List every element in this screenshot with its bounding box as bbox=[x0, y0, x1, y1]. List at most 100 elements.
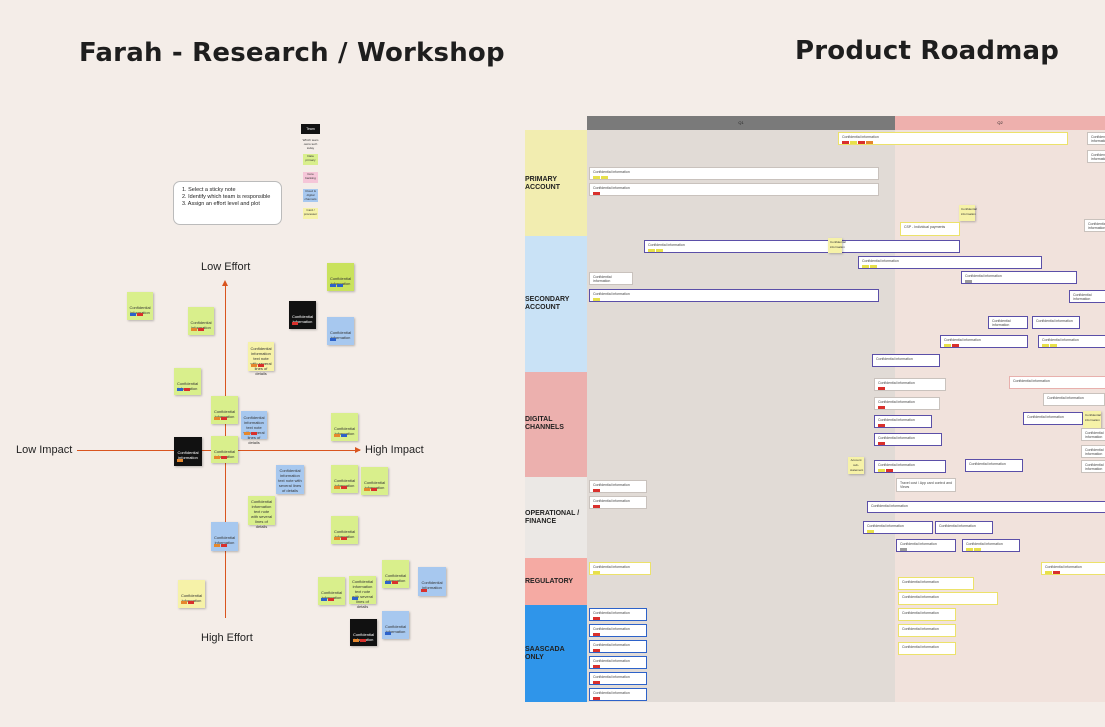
roadmap-card[interactable]: Confidential information bbox=[1069, 290, 1105, 303]
roadmap-card[interactable]: Confidential information bbox=[1038, 335, 1105, 348]
roadmap-card[interactable]: Confidential information bbox=[589, 480, 647, 493]
roadmap-card[interactable]: Confidential information bbox=[589, 640, 647, 653]
lane-operational-finance[interactable]: OPERATIONAL / FINANCE bbox=[525, 477, 587, 558]
sticky-note[interactable]: Confidential information bbox=[211, 396, 238, 424]
sticky-note[interactable]: Confidential information bbox=[1083, 411, 1101, 431]
sticky-note[interactable]: Confidential information text note with … bbox=[248, 496, 275, 529]
roadmap-card[interactable]: Confidential information bbox=[988, 316, 1028, 329]
roadmap-card[interactable]: Confidential information bbox=[589, 608, 647, 621]
roadmap-card[interactable]: Confidential information bbox=[874, 378, 946, 391]
sticky-note[interactable]: Confidential information bbox=[127, 292, 153, 320]
legend-item-data: Data primary bbox=[303, 154, 318, 165]
sticky-note[interactable]: Confidential information bbox=[188, 307, 214, 335]
sticky-note[interactable]: Confidential information bbox=[350, 619, 377, 646]
sticky-note[interactable]: Confidential information bbox=[178, 580, 205, 608]
roadmap-card[interactable]: Confidential information bbox=[863, 521, 933, 534]
roadmap-card[interactable]: Confidential information bbox=[1084, 219, 1105, 232]
roadmap-card[interactable]: Confidential information bbox=[589, 656, 647, 669]
roadmap-card[interactable]: Confidential information bbox=[898, 577, 974, 590]
legend-item-owner: Which team owns tech today bbox=[302, 138, 319, 150]
sticky-note[interactable]: Confidential information bbox=[418, 567, 446, 596]
roadmap-card[interactable]: Travel cost / App card control and Views bbox=[896, 478, 956, 492]
sticky-note[interactable]: Confidential information bbox=[828, 238, 846, 253]
roadmap-card[interactable]: Confidential information bbox=[589, 183, 879, 196]
sticky-note[interactable]: Confidential information bbox=[174, 368, 201, 395]
instructions-box[interactable]: 1. Select a sticky note 2. Identify whic… bbox=[173, 181, 282, 225]
instruction-step-1: 1. Select a sticky note bbox=[182, 187, 236, 193]
legend-header: Team bbox=[301, 124, 320, 134]
roadmap-card[interactable]: Confidential information bbox=[1081, 428, 1105, 441]
axis-high-impact: High Impact bbox=[365, 444, 424, 456]
roadmap-card[interactable]: Confidential information bbox=[962, 539, 1020, 552]
instruction-step-3: 3. Assign an effort level and plot bbox=[182, 201, 260, 207]
roadmap-card[interactable]: Confidential information bbox=[935, 521, 993, 534]
sticky-note[interactable]: Account sub-statement bbox=[848, 457, 864, 474]
sticky-note[interactable]: Confidential information bbox=[382, 611, 409, 639]
roadmap-title: Product Roadmap bbox=[795, 36, 1060, 66]
roadmap-card[interactable]: Confidential information bbox=[874, 397, 940, 410]
lane-primary-account[interactable]: PRIMARY ACCOUNT bbox=[525, 130, 587, 236]
roadmap-card[interactable]: Confidential information bbox=[1087, 132, 1105, 145]
roadmap-card[interactable]: Confidential information bbox=[898, 624, 956, 637]
roadmap-card[interactable]: Confidential information bbox=[867, 501, 1105, 513]
roadmap-card[interactable]: Confidential information bbox=[858, 256, 1042, 269]
roadmap-card[interactable]: Confidential information bbox=[898, 642, 956, 655]
lane-regulatory[interactable]: REGULATORY bbox=[525, 558, 587, 605]
effort-arrow-icon bbox=[222, 280, 228, 286]
lane-secondary-account[interactable]: SECONDARY ACCOUNT bbox=[525, 236, 587, 372]
roadmap-card[interactable]: Confidential information bbox=[589, 167, 879, 180]
sticky-note[interactable]: Confidential information text note with … bbox=[241, 411, 267, 445]
roadmap-card[interactable]: Confidential information bbox=[589, 624, 647, 637]
roadmap-card[interactable]: Confidential information bbox=[1043, 393, 1105, 406]
quarter-header-q2: Q2 bbox=[895, 116, 1105, 130]
quarter-header-q1: Q1 bbox=[587, 116, 895, 130]
impact-arrow-icon bbox=[355, 447, 361, 453]
roadmap-card[interactable]: Confidential information bbox=[1032, 316, 1080, 329]
roadmap-card[interactable]: Confidential information bbox=[1041, 562, 1105, 575]
roadmap-card[interactable]: Confidential information bbox=[838, 132, 1068, 145]
roadmap-card[interactable]: Confidential information bbox=[874, 415, 932, 428]
roadmap-card[interactable]: Confidential information bbox=[940, 335, 1028, 348]
roadmap-card[interactable]: Confidential information bbox=[874, 460, 946, 473]
sticky-note[interactable]: Confidential information text note with … bbox=[276, 465, 304, 494]
roadmap-card[interactable]: Confidential information bbox=[872, 354, 940, 367]
roadmap-card[interactable]: Confidential information bbox=[961, 271, 1077, 284]
sticky-note[interactable]: Confidential information bbox=[327, 263, 354, 291]
q1-column bbox=[587, 116, 895, 702]
sticky-note[interactable]: Confidential information bbox=[382, 560, 409, 588]
roadmap-card[interactable]: Confidential information bbox=[1081, 445, 1105, 458]
sticky-note[interactable]: Confidential information bbox=[289, 301, 316, 329]
roadmap-card[interactable]: Confidential information bbox=[874, 433, 942, 446]
sticky-note[interactable]: Confidential information bbox=[318, 577, 345, 605]
sticky-note[interactable]: Confidential information text note with … bbox=[248, 342, 274, 376]
legend-item-core: Core banking bbox=[303, 172, 318, 183]
roadmap-card[interactable]: Confidential information bbox=[589, 496, 647, 509]
sticky-note[interactable]: Confidential information bbox=[211, 436, 238, 463]
roadmap-card[interactable]: CSP - Individual payments bbox=[900, 222, 960, 236]
roadmap-card[interactable]: Confidential information bbox=[589, 672, 647, 685]
roadmap-card[interactable]: Confidential information bbox=[589, 688, 647, 701]
roadmap-card[interactable]: Confidential information bbox=[898, 592, 998, 605]
roadmap-card[interactable]: Confidential information bbox=[1023, 412, 1083, 425]
sticky-note[interactable]: Confidential information bbox=[361, 467, 388, 495]
sticky-note[interactable]: Confidential information bbox=[327, 317, 354, 345]
roadmap-card[interactable]: Confidential information bbox=[589, 272, 633, 285]
roadmap-card[interactable]: Confidential information bbox=[1081, 460, 1105, 473]
sticky-note[interactable]: Confidential information text note with … bbox=[349, 576, 376, 609]
sticky-note[interactable]: Confidential information bbox=[959, 205, 977, 221]
roadmap-card[interactable]: Confidential information bbox=[589, 562, 651, 575]
lane-digital-channels[interactable]: DIGITAL CHANNELS bbox=[525, 372, 587, 477]
sticky-note[interactable]: Confidential information bbox=[331, 465, 358, 493]
roadmap-card[interactable]: Confidential information bbox=[644, 240, 960, 253]
roadmap-card[interactable]: Confidential information bbox=[589, 289, 879, 302]
sticky-note[interactable]: Confidential information bbox=[174, 437, 202, 466]
sticky-note[interactable]: Confidential information bbox=[331, 516, 358, 544]
roadmap-card[interactable]: Confidential information bbox=[896, 539, 956, 552]
roadmap-card[interactable]: Confidential information bbox=[1009, 376, 1105, 389]
roadmap-card[interactable]: Confidential information bbox=[1087, 150, 1105, 163]
sticky-note[interactable]: Confidential information bbox=[211, 522, 238, 551]
roadmap-card[interactable]: Confidential information bbox=[898, 608, 956, 621]
roadmap-card[interactable]: Confidential information bbox=[965, 459, 1023, 472]
lane-saascada-only[interactable]: SAASCADA ONLY bbox=[525, 605, 587, 702]
sticky-note[interactable]: Confidential information bbox=[331, 413, 358, 441]
